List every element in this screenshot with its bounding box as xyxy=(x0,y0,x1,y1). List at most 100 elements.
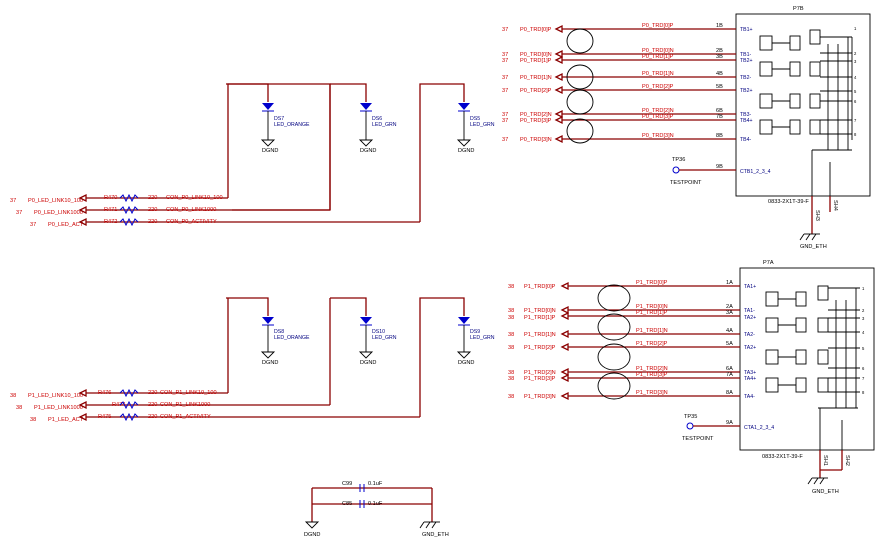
twisted-pair-marker xyxy=(597,372,631,400)
resistor-value: 220 xyxy=(148,390,157,396)
svg-text:P0_TRD[3]P: P0_TRD[3]P xyxy=(642,114,674,120)
svg-text:P0_TRD[2]N: P0_TRD[2]N xyxy=(520,112,552,118)
gnd-eth-label: GND_ETH xyxy=(812,489,839,495)
svg-text:TA3+: TA3+ xyxy=(744,370,756,376)
resistor-value: 220 xyxy=(148,414,157,420)
svg-text:8B: 8B xyxy=(716,133,723,139)
led-ds5: DS5 LED_GRN DGND xyxy=(456,103,495,154)
connector-ref: P7B xyxy=(793,6,804,12)
svg-text:37: 37 xyxy=(502,58,508,64)
net-label: P0_LED_LINK10_100 xyxy=(28,198,83,204)
twisted-pair-marker xyxy=(566,89,594,115)
svg-text:P0_TRD[2]N: P0_TRD[2]N xyxy=(642,108,674,114)
svg-text:2B: 2B xyxy=(716,48,723,54)
svg-text:38: 38 xyxy=(508,345,514,351)
svg-text:TA4-: TA4- xyxy=(744,394,755,400)
led-ds8: DS8 LED_ORANGE DGND xyxy=(260,317,310,366)
svg-text:SH3: SH3 xyxy=(814,210,820,221)
led-ref: DS7 xyxy=(274,116,284,122)
svg-text:6A: 6A xyxy=(726,366,733,372)
center-tap-label: CTB1_2_3_4 xyxy=(740,169,771,175)
resistor-value: 220 xyxy=(148,207,157,213)
led-value: LED_GRN xyxy=(372,335,397,341)
svg-text:1: 1 xyxy=(862,286,865,291)
svg-text:38: 38 xyxy=(508,315,514,321)
dgnd-label: DGND xyxy=(360,148,376,154)
svg-text:TA2-: TA2- xyxy=(744,332,755,338)
svg-text:P1_TRD[3]N: P1_TRD[3]N xyxy=(524,394,556,400)
testpoint-ref: TP35 xyxy=(684,414,697,420)
dgnd-label: DGND xyxy=(304,532,320,538)
svg-text:P1_TRD[1]N: P1_TRD[1]N xyxy=(636,328,668,334)
resistor-value: 220 xyxy=(148,402,157,408)
sheet-ref: 38 xyxy=(10,393,16,399)
svg-text:38: 38 xyxy=(508,376,514,382)
svg-text:P1_TRD[0]P: P1_TRD[0]P xyxy=(636,280,668,286)
dgnd-label: DGND xyxy=(360,360,376,366)
svg-text:4A: 4A xyxy=(726,328,733,334)
svg-text:7: 7 xyxy=(862,376,865,381)
capacitor-ref: C85 xyxy=(342,501,352,507)
twisted-pair-marker xyxy=(597,343,631,371)
sheet-ref: 37 xyxy=(10,198,16,204)
net-label: CON_P1_LINK1000 xyxy=(160,402,210,408)
svg-text:P0_TRD[1]N: P0_TRD[1]N xyxy=(520,75,552,81)
net-label: P0_LED_ACT xyxy=(48,222,84,228)
svg-text:TA1-: TA1- xyxy=(744,308,755,314)
svg-text:37: 37 xyxy=(502,88,508,94)
svg-text:3: 3 xyxy=(862,316,865,321)
net-label: CON_P0_LINK10_100 xyxy=(166,195,223,201)
led-value: LED_ORANGE xyxy=(274,335,310,341)
svg-text:TA2+: TA2+ xyxy=(744,315,756,321)
net-label: P0_LED_LINK1000 xyxy=(34,210,83,216)
connector-p7b: P7B 0833-2X1T-39-F 37 P0_TRD[0]P P0_TRD[… xyxy=(502,6,871,250)
sheet-ref: 37 xyxy=(16,210,22,216)
resistor-ref: R472 xyxy=(104,219,117,225)
led-ds7: DS7 LED_ORANGE DGND xyxy=(260,103,310,154)
resistor-ref: R471 xyxy=(104,207,117,213)
svg-text:2A: 2A xyxy=(726,304,733,310)
svg-text:8: 8 xyxy=(862,390,865,395)
capacitor-value: 0.1uF xyxy=(368,481,383,487)
svg-text:6B: 6B xyxy=(716,108,723,114)
svg-text:38: 38 xyxy=(508,332,514,338)
svg-text:P1_TRD[3]P: P1_TRD[3]P xyxy=(524,376,556,382)
svg-text:P1_TRD[0]N: P1_TRD[0]N xyxy=(524,308,556,314)
svg-text:3A: 3A xyxy=(726,310,733,316)
dgnd-label: DGND xyxy=(458,360,474,366)
svg-text:5A: 5A xyxy=(726,341,733,347)
dgnd-label: DGND xyxy=(458,148,474,154)
net-label: P1_LED_LINK1000 xyxy=(34,405,83,411)
resistor-value: 220 xyxy=(148,219,157,225)
svg-text:37: 37 xyxy=(502,137,508,143)
svg-text:P0_TRD[1]P: P0_TRD[1]P xyxy=(642,54,674,60)
svg-text:P1_TRD[2]P: P1_TRD[2]P xyxy=(524,345,556,351)
net-label: P1_LED_ACT xyxy=(48,417,84,423)
resistor-value: 220 xyxy=(148,195,157,201)
connector-p7a: P7A 0833-2X1T-39-F 38 P1_TRD[0]P P1_TRD[… xyxy=(508,260,875,495)
magnetics-bottom: 12 34 56 78 xyxy=(765,285,865,450)
magnetics-top: 12 34 56 78 xyxy=(759,26,857,196)
svg-text:4: 4 xyxy=(862,330,865,335)
svg-text:P0_TRD[1]P: P0_TRD[1]P xyxy=(520,58,552,64)
svg-text:P0_TRD[2]P: P0_TRD[2]P xyxy=(642,84,674,90)
testpoint-ref: TP36 xyxy=(672,157,685,163)
gnd-eth-label: GND_ETH xyxy=(800,244,827,250)
svg-text:P0_TRD[0]N: P0_TRD[0]N xyxy=(520,52,552,58)
svg-text:TB2+: TB2+ xyxy=(740,88,753,94)
svg-text:P0_TRD[0]P: P0_TRD[0]P xyxy=(520,27,552,33)
svg-text:P0_TRD[3]N: P0_TRD[3]N xyxy=(520,137,552,143)
svg-text:P1_TRD[2]N: P1_TRD[2]N xyxy=(524,370,556,376)
svg-text:2: 2 xyxy=(854,51,857,56)
svg-text:SH1: SH1 xyxy=(822,455,828,466)
svg-text:P1_TRD[1]P: P1_TRD[1]P xyxy=(636,310,668,316)
led-ref: DS9 xyxy=(470,329,480,335)
svg-text:TA4+: TA4+ xyxy=(744,376,756,382)
svg-text:5: 5 xyxy=(854,89,857,94)
svg-text:7A: 7A xyxy=(726,372,733,378)
led-value: LED_GRN xyxy=(372,122,397,128)
svg-text:9A: 9A xyxy=(726,420,733,426)
led-value: LED_GRN xyxy=(470,122,495,128)
svg-text:38: 38 xyxy=(508,394,514,400)
svg-text:TB1+: TB1+ xyxy=(740,27,753,33)
